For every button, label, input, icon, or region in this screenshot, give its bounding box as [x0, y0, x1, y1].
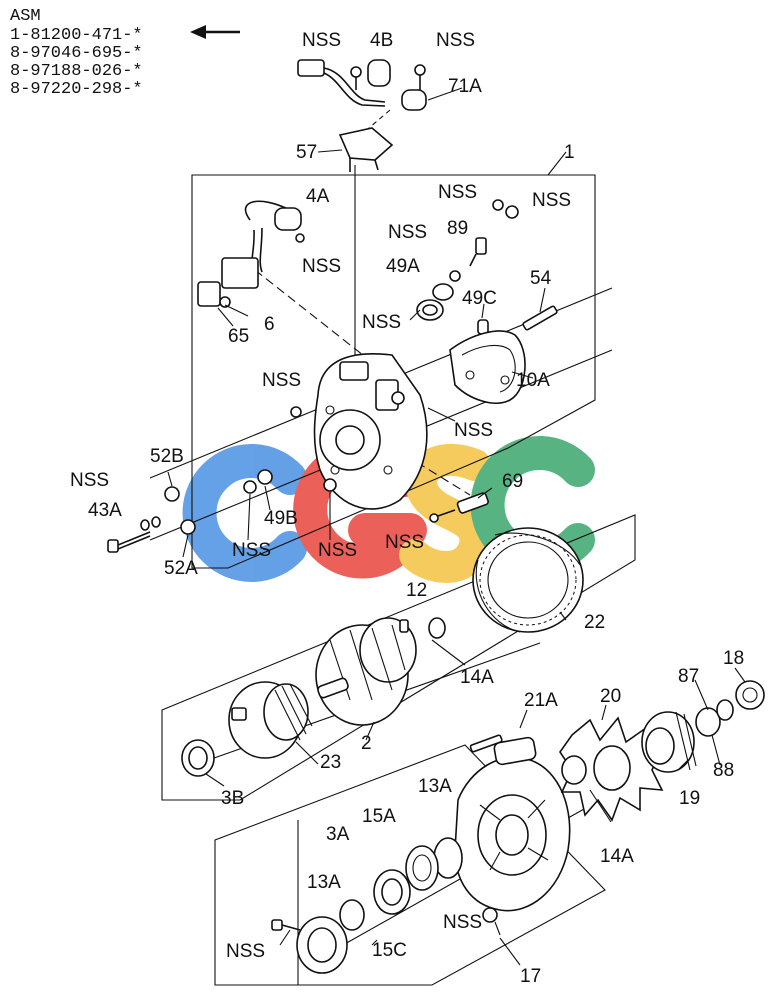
rotor	[315, 617, 446, 726]
callout-nss: NSS	[302, 30, 341, 51]
callout-52A: 52A	[164, 558, 198, 579]
watermark-letter-s	[399, 443, 492, 583]
callout-nss: NSS	[454, 420, 493, 441]
stator	[472, 527, 584, 633]
callout-49A: 49A	[386, 256, 420, 277]
callout-18: 18	[723, 648, 744, 669]
callout-10A: 10A	[516, 370, 550, 391]
terminal	[429, 492, 489, 523]
callout-nss: NSS	[388, 222, 427, 243]
callout-4B: 4B	[370, 30, 393, 51]
callout-49C: 49C	[462, 288, 497, 309]
callout-nss: NSS	[262, 370, 301, 391]
callout-nss: NSS	[226, 941, 265, 962]
harness-connector	[297, 59, 427, 111]
callout-3A: 3A	[326, 824, 350, 845]
callout-71A: 71A	[448, 76, 482, 97]
front-bearing-stack	[271, 837, 463, 974]
callout-2: 2	[361, 733, 372, 754]
callout-nss: NSS	[302, 256, 341, 277]
arrow-left-icon	[190, 25, 240, 39]
callout-nss: NSS	[232, 540, 271, 561]
callout-14A: 14A	[600, 846, 634, 867]
callout-89: 89	[447, 218, 468, 239]
callout-13A: 13A	[418, 776, 452, 797]
rear-housing-group-box	[191, 174, 596, 569]
callout-54: 54	[530, 268, 552, 289]
callout-19: 19	[679, 788, 700, 809]
callout-nss: NSS	[532, 190, 571, 211]
callout-23: 23	[320, 752, 341, 773]
brush-holder	[449, 330, 526, 404]
callout-20: 20	[600, 686, 621, 707]
rear-bearing	[181, 739, 215, 777]
callout-nss: NSS	[438, 182, 477, 203]
sensor-harness	[197, 200, 305, 308]
callout-6: 6	[264, 314, 275, 335]
assembly-part-number-3: 8-97188-026-*	[10, 62, 143, 81]
assembly-part-number-1: 1-81200-471-*	[10, 26, 143, 45]
callout-nss: NSS	[362, 312, 401, 333]
callout-22: 22	[584, 612, 605, 633]
callout-4A: 4A	[306, 186, 330, 207]
callout-labels: NSS 4B NSS 71A 57 1 NSS NSS 4A NSS 89 NS…	[70, 30, 744, 987]
slip-ring-housing	[228, 681, 313, 759]
callout-87: 87	[678, 666, 699, 687]
front-bracket	[454, 734, 571, 923]
callout-14A: 14A	[460, 667, 494, 688]
callout-88: 88	[713, 760, 734, 781]
front-bracket-group-box	[214, 744, 606, 986]
leader-lines	[167, 87, 746, 966]
callout-17: 17	[520, 966, 541, 987]
callout-12: 12	[406, 580, 427, 601]
callout-52B: 52B	[150, 446, 184, 467]
through-bolt	[107, 469, 273, 553]
callout-15C: 15C	[372, 940, 407, 961]
assembly-part-number-2: 8-97046-695-*	[10, 44, 143, 63]
callout-15A: 15A	[362, 806, 396, 827]
rear-housing	[290, 353, 428, 510]
callout-nss: NSS	[436, 30, 475, 51]
callout-69: 69	[502, 471, 523, 492]
assembly-part-number-4: 8-97220-298-*	[10, 80, 143, 99]
watermark-letter-c1	[182, 444, 307, 582]
mount-bracket	[338, 127, 394, 172]
assembly-title: ASM	[10, 7, 41, 26]
callout-1: 1	[564, 142, 575, 163]
callout-13A: 13A	[307, 872, 341, 893]
callout-nss: NSS	[443, 912, 482, 933]
callout-nss: NSS	[385, 532, 424, 553]
callout-49B: 49B	[264, 508, 298, 529]
fan-pulley	[559, 680, 765, 822]
callout-3B: 3B	[221, 788, 244, 809]
assembly-header: ASM 1-81200-471-* 8-97046-695-* 8-97188-…	[10, 7, 240, 99]
callout-nss: NSS	[70, 470, 109, 491]
callout-21A: 21A	[524, 690, 558, 711]
callout-57: 57	[296, 142, 317, 163]
callout-nss: NSS	[318, 540, 357, 561]
callout-43A: 43A	[88, 500, 122, 521]
housing-hardware	[416, 199, 558, 335]
callout-65: 65	[228, 326, 249, 347]
